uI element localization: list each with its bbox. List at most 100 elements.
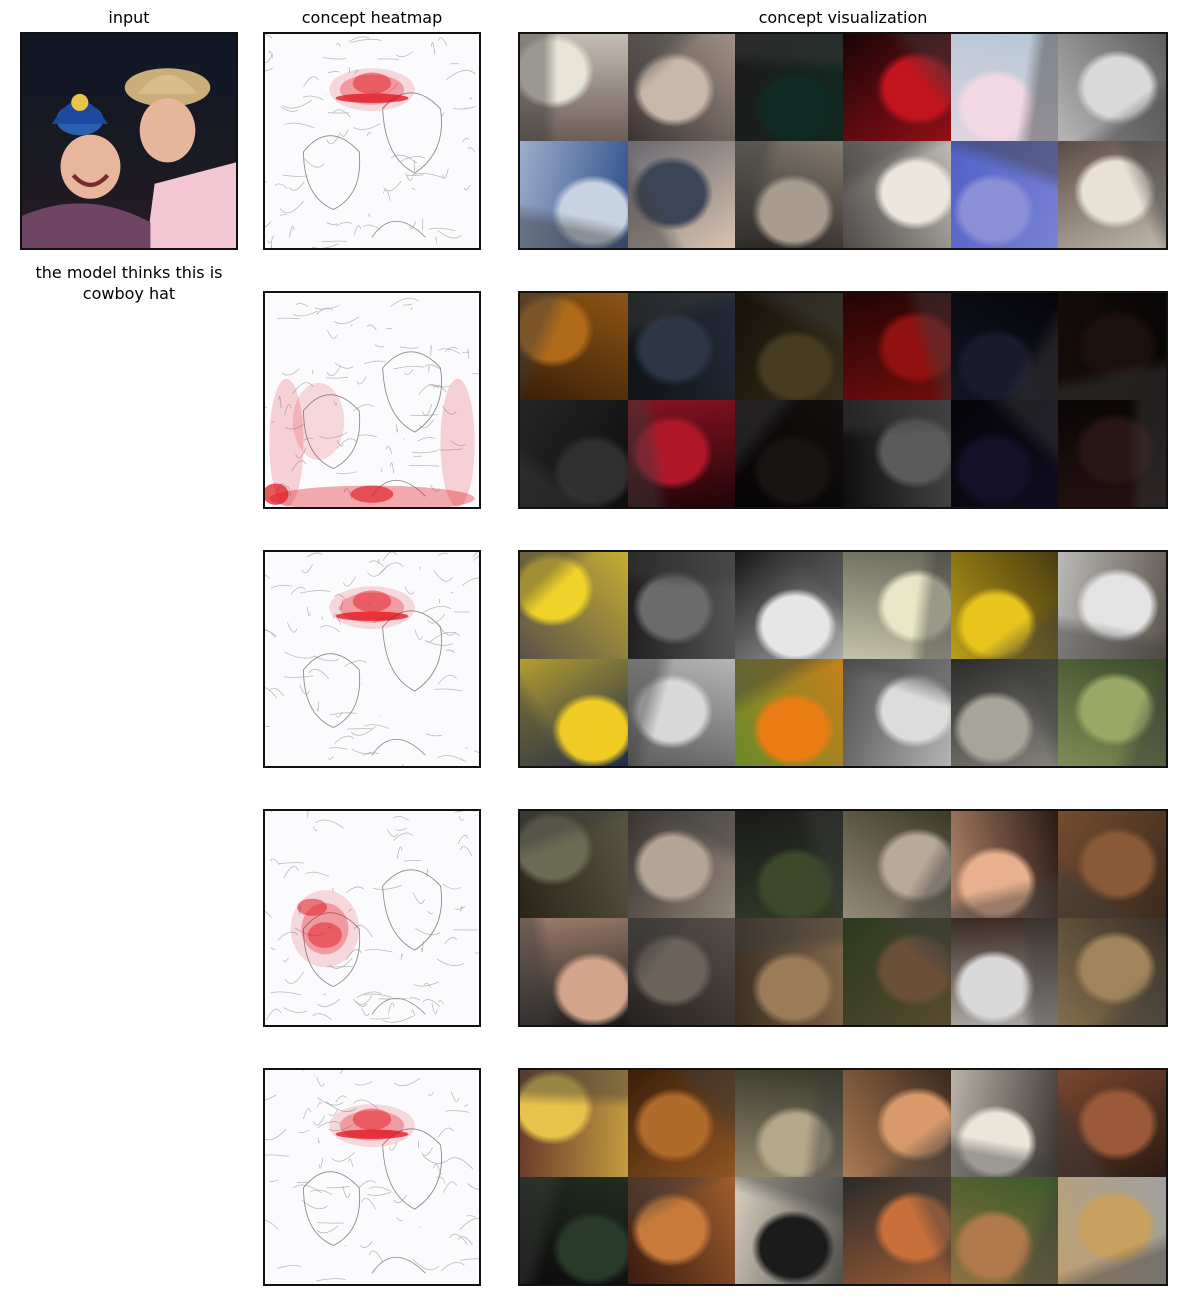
concept-visualization-grid [518, 291, 1168, 509]
concept-patch [627, 659, 736, 766]
patch-mask [520, 552, 628, 659]
concept-patch [735, 552, 843, 659]
patch-mask [520, 811, 628, 918]
heatmap-activation [269, 378, 304, 507]
concept-patch [735, 918, 843, 1025]
heatmap-activation [440, 378, 475, 507]
heatmap-activation [352, 590, 392, 612]
patch-mask [842, 34, 951, 141]
concept-patch [950, 552, 1059, 659]
concept-patch [627, 34, 736, 141]
patch-mask [627, 34, 736, 141]
concept-patch [735, 400, 843, 507]
patch-mask [1058, 400, 1166, 507]
concept-patch [735, 34, 843, 141]
concept-patch [520, 811, 628, 918]
concept-patch [1058, 400, 1166, 507]
patch-mask [842, 400, 951, 507]
concept-visualization-grid [518, 809, 1168, 1027]
patch-mask [627, 1070, 736, 1177]
patch-mask [627, 552, 736, 659]
heatmap-activation [265, 483, 289, 505]
patch-mask [520, 293, 628, 400]
patch-mask [735, 34, 843, 141]
concept-patch [520, 34, 628, 141]
concept-heatmap [263, 1068, 481, 1286]
patch-mask [950, 918, 1059, 1025]
input-image [20, 32, 238, 250]
heatmap-activation [352, 72, 392, 94]
input-photo-sketch [22, 68, 236, 248]
patch-mask [735, 141, 843, 248]
concept-patch [950, 141, 1059, 248]
patch-mask [950, 811, 1059, 918]
heatmap-edge-sketch [265, 297, 479, 507]
concept-patch [1058, 918, 1166, 1025]
concept-patch [520, 918, 628, 1025]
concept-patch [520, 1177, 628, 1284]
concept-patch [1058, 34, 1166, 141]
patch-mask [1058, 1070, 1166, 1177]
heatmap-activation [301, 903, 349, 955]
concept-patch [520, 659, 628, 766]
heatmap-edge-sketch [265, 811, 479, 1023]
concept-heatmap [263, 550, 481, 768]
patch-mask [950, 400, 1059, 507]
heatmap-activation [297, 898, 328, 916]
concept-patch [842, 34, 951, 141]
patch-mask [735, 811, 843, 918]
concept-patch [842, 1070, 951, 1177]
patch-mask [735, 552, 843, 659]
patch-mask [1058, 1177, 1166, 1284]
patch-mask [842, 1070, 951, 1177]
heatmap-column-title: concept heatmap [301, 8, 443, 27]
visualization-column-title: concept visualization [758, 8, 928, 27]
heatmap-activation [307, 922, 343, 948]
concept-patch [735, 659, 843, 766]
concept-patch [627, 918, 736, 1025]
concept-patch [950, 1177, 1059, 1284]
concept-patch [842, 659, 951, 766]
patch-mask [627, 141, 736, 248]
concept-heatmap [263, 291, 481, 509]
heatmap-activation [350, 485, 394, 503]
concept-patch [1058, 293, 1166, 400]
concept-patch [735, 811, 843, 918]
patch-mask [520, 141, 628, 248]
concept-patch [950, 400, 1059, 507]
heatmap-activation [335, 611, 409, 621]
patch-mask [842, 293, 951, 400]
patch-mask [735, 918, 843, 1025]
patch-mask [950, 552, 1059, 659]
patch-mask [735, 293, 843, 400]
patch-mask [1058, 34, 1166, 141]
patch-mask [627, 811, 736, 918]
concept-patch [735, 141, 843, 248]
patch-mask [735, 400, 843, 507]
patch-mask [735, 1177, 843, 1284]
concept-patch [735, 1177, 843, 1284]
patch-mask [1058, 293, 1166, 400]
patch-mask [520, 400, 628, 507]
concept-patch [1058, 811, 1166, 918]
patch-mask [950, 1177, 1059, 1284]
heatmap-activation [292, 382, 345, 460]
concept-patch [627, 811, 736, 918]
patch-mask [627, 659, 736, 766]
heatmap-activation [335, 1129, 409, 1139]
concept-patch [520, 1070, 628, 1177]
concept-patch [1058, 659, 1166, 766]
concept-patch [520, 552, 628, 659]
concept-patch [842, 400, 951, 507]
concept-patch [1058, 552, 1166, 659]
patch-mask [520, 1177, 628, 1284]
concept-patch [842, 293, 951, 400]
concept-patch [1058, 1177, 1166, 1284]
concept-patch [627, 141, 736, 248]
patch-mask [842, 1177, 951, 1284]
patch-mask [842, 659, 951, 766]
concept-patch [1058, 141, 1166, 248]
concept-patch [950, 34, 1059, 141]
concept-patch [627, 400, 736, 507]
patch-mask [1058, 918, 1166, 1025]
